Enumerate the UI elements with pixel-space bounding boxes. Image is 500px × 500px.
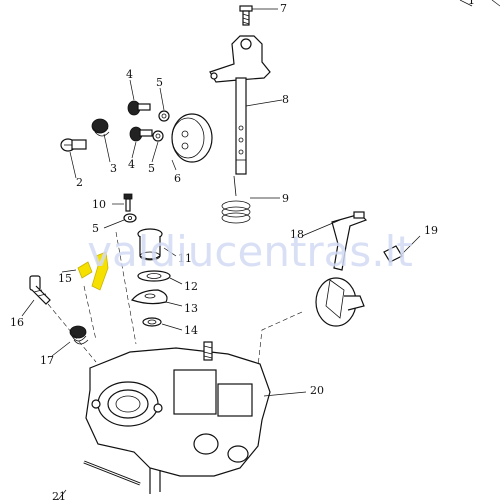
callout-16: 16 bbox=[10, 316, 24, 329]
part-3-spring bbox=[91, 118, 110, 137]
callout-14: 14 bbox=[184, 324, 198, 337]
part-9-torsion-spring bbox=[221, 175, 280, 224]
callout-3: 3 bbox=[110, 162, 117, 175]
callout-9: 9 bbox=[282, 192, 289, 205]
part-15-link-highlight bbox=[61, 251, 109, 291]
callout-4-upper: 4 bbox=[126, 68, 133, 81]
part-20-carburetor-body bbox=[85, 341, 307, 494]
assembly-guide-lines bbox=[47, 231, 303, 367]
callout-13: 13 bbox=[184, 302, 198, 315]
part-2-screw bbox=[60, 138, 87, 152]
callout-2: 2 bbox=[76, 176, 83, 189]
callout-11: 11 bbox=[178, 252, 192, 265]
callout-18: 18 bbox=[290, 228, 304, 241]
part-6-throttle-plate bbox=[171, 113, 213, 171]
leader-lines-left bbox=[69, 79, 165, 179]
callout-5-lower: 5 bbox=[148, 162, 155, 175]
callout-15: 15 bbox=[58, 272, 72, 285]
callout-7: 7 bbox=[280, 2, 287, 15]
callout-5-upper: 5 bbox=[156, 76, 163, 89]
part-14-clip bbox=[142, 317, 183, 331]
part-5-washer-upper bbox=[158, 110, 170, 122]
choke-plate bbox=[315, 277, 365, 327]
part-4-screw-upper bbox=[127, 100, 151, 116]
part-18-choke-lever bbox=[301, 211, 368, 271]
part-7-screw bbox=[239, 5, 278, 26]
callout-19: 19 bbox=[424, 224, 438, 237]
watermark-text: valdiucentras.lt bbox=[87, 227, 413, 276]
callout-6: 6 bbox=[174, 172, 181, 185]
part-5-washer-mid bbox=[103, 213, 137, 229]
part-11-bushing bbox=[137, 228, 177, 261]
callout-12: 12 bbox=[184, 280, 198, 293]
callout-numbers: 1 2 3 4 4 5 5 5 6 7 8 9 10 11 12 13 14 1… bbox=[10, 0, 475, 500]
callout-17: 17 bbox=[40, 354, 54, 367]
part-1-edge bbox=[491, 0, 500, 7]
part-19-choke-clip bbox=[383, 235, 421, 263]
callout-20: 20 bbox=[310, 384, 324, 397]
part-10-screw bbox=[112, 193, 133, 212]
part-5-washer-lower bbox=[152, 130, 164, 142]
callout-1: 1 bbox=[468, 0, 475, 7]
callout-21: 21 bbox=[52, 490, 66, 500]
part-4-screw-lower bbox=[129, 126, 153, 142]
part-21-pin bbox=[57, 460, 141, 500]
callout-8: 8 bbox=[282, 93, 289, 106]
part-12-washer bbox=[137, 270, 183, 285]
callout-4-lower: 4 bbox=[128, 158, 135, 171]
part-16-mixture-screw bbox=[21, 275, 51, 317]
part-8-throttle-shaft bbox=[209, 35, 283, 175]
part-1-leader bbox=[459, 0, 473, 7]
callout-10: 10 bbox=[92, 198, 106, 211]
callout-5-mid: 5 bbox=[92, 222, 99, 235]
part-13-lever bbox=[130, 289, 183, 307]
